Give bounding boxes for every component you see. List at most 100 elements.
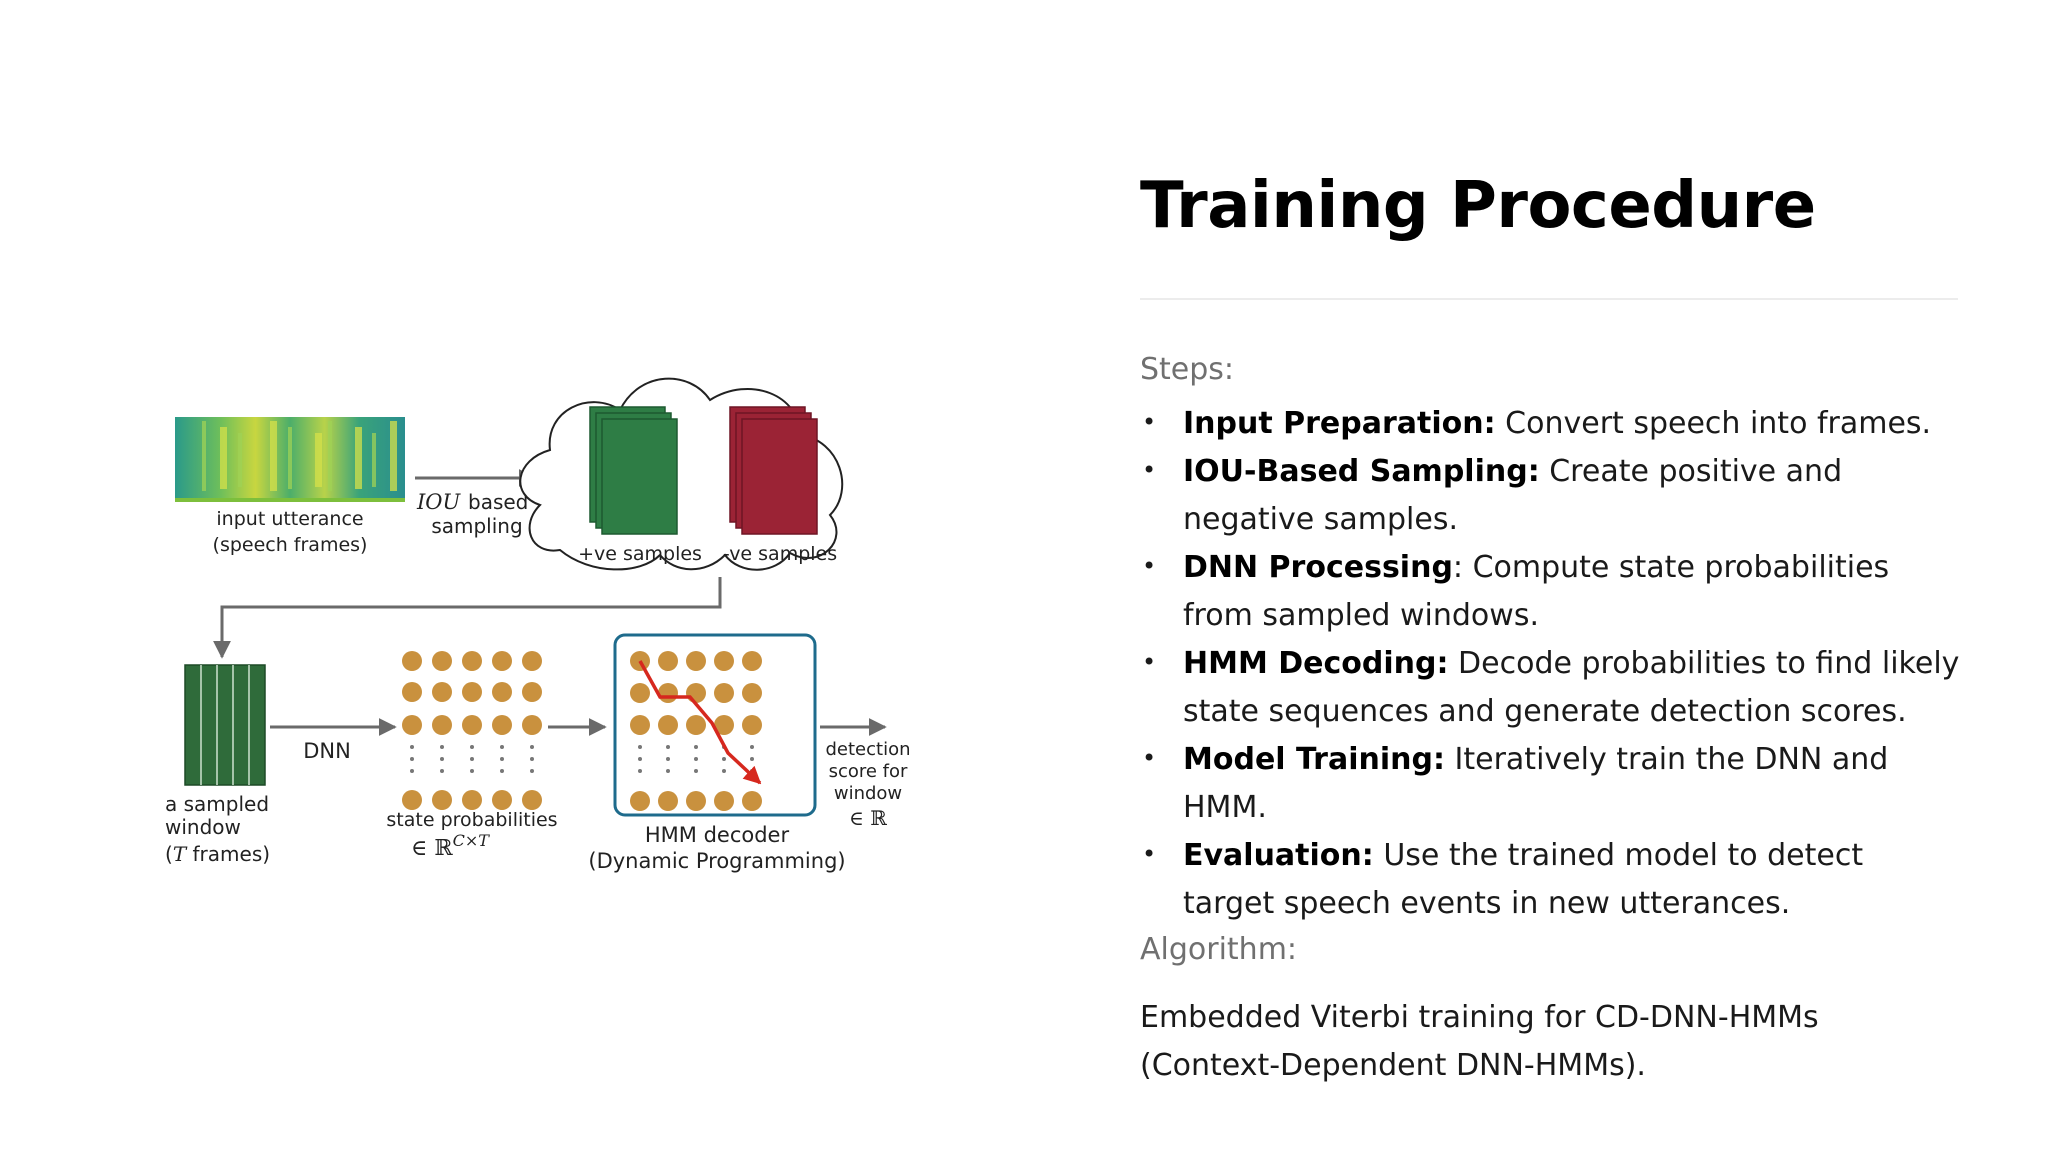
ellipsis-dot (440, 757, 444, 761)
ellipsis-dot (638, 745, 642, 749)
state-dot (402, 651, 422, 671)
dnn-label: DNN (303, 739, 351, 763)
ellipsis-dot (500, 757, 504, 761)
state-dot (492, 790, 512, 810)
state-dot (402, 790, 422, 810)
ellipsis-dot (530, 745, 534, 749)
ellipsis-dot (410, 757, 414, 761)
algorithm-label: Algorithm: (1140, 931, 1298, 967)
spectrogram-stripe (220, 427, 227, 489)
step-item: •Input Preparation: Convert speech into … (1140, 400, 1960, 448)
lattice-dot (686, 791, 706, 811)
positive-samples-label: +ve samples (578, 543, 702, 565)
spectrogram-stripe (328, 421, 332, 491)
bullet-icon: • (1142, 407, 1157, 436)
state-dot (432, 715, 452, 735)
lattice-dot (714, 791, 734, 811)
ellipsis-dot (470, 769, 474, 773)
ellipsis-dot (530, 757, 534, 761)
viterbi-path (638, 660, 762, 785)
steps-list: •Input Preparation: Convert speech into … (1140, 400, 1960, 928)
iou-based-label: based (468, 490, 528, 514)
arrow-to-window (213, 577, 722, 659)
lattice-dot (630, 715, 650, 735)
state-dot (522, 715, 542, 735)
step-title: HMM Decoding: (1183, 645, 1449, 681)
spectrogram-stripe (390, 421, 397, 491)
state-dot (492, 682, 512, 702)
spectrogram-stripe (372, 433, 376, 487)
lattice-dot (742, 791, 762, 811)
step-text: Create positive and negative samples. (1183, 453, 1843, 537)
ellipsis-dot (470, 757, 474, 761)
ellipsis-dot (500, 745, 504, 749)
step-item: •IOU-Based Sampling: Create positive and… (1140, 448, 1960, 544)
ellipsis-dot (666, 769, 670, 773)
lattice-dot (714, 651, 734, 671)
lattice-dot (742, 715, 762, 735)
hmm-decoder-label: HMM decoder (645, 823, 790, 847)
sampled-window-frames (184, 664, 266, 786)
state-probabilities-math: ∈ ℝC×T (411, 831, 490, 861)
detection-label-1: detection (825, 739, 910, 760)
negative-samples-label: -ve samples (723, 543, 837, 565)
step-text: Convert speech into frames. (1495, 405, 1932, 441)
sampling-label: sampling (431, 514, 522, 538)
spectrogram-image (175, 417, 405, 502)
step-text: : Compute state probabilities from sampl… (1183, 549, 1890, 633)
detection-label-3: window (834, 783, 902, 804)
input-utterance-label: input utterance (216, 508, 363, 530)
state-dot (492, 651, 512, 671)
ellipsis-dot (694, 745, 698, 749)
ellipsis-dot (530, 769, 534, 773)
state-dot (462, 651, 482, 671)
step-text: Use the trained model to detect target s… (1183, 837, 1864, 921)
title-divider (1140, 297, 1958, 300)
lattice-dot (742, 683, 762, 703)
ellipsis-dot (638, 769, 642, 773)
step-text: Iteratively train the DNN and HMM. (1183, 741, 1889, 825)
spectrogram-stripe (238, 433, 242, 487)
ellipsis-dot (666, 745, 670, 749)
lattice-dot (686, 683, 706, 703)
ellipsis-dot (638, 757, 642, 761)
negative-sample-stack (729, 406, 818, 535)
step-text: Decode probabilities to find likely stat… (1183, 645, 1960, 729)
spectrogram-stripe (315, 433, 322, 487)
bullet-icon: • (1142, 647, 1157, 676)
training-pipeline-diagram: input utterance (speech frames) IOU base… (165, 377, 911, 873)
state-dot (522, 790, 542, 810)
ellipsis-dot (666, 757, 670, 761)
spectrogram-stripe (288, 427, 292, 489)
dynamic-programming-label: (Dynamic Programming) (588, 849, 845, 873)
speech-frames-label: (speech frames) (213, 534, 368, 556)
ellipsis-dot (722, 757, 726, 761)
state-dot (522, 651, 542, 671)
spectrogram-stripe (270, 421, 277, 491)
lattice-dot (658, 651, 678, 671)
steps-label: Steps: (1140, 351, 1235, 387)
state-dot (402, 715, 422, 735)
step-title: IOU-Based Sampling: (1183, 453, 1540, 489)
detection-math: ∈ ℝ (849, 806, 887, 830)
slide-title: Training Procedure (1140, 169, 1816, 243)
step-title: Model Training: (1183, 741, 1445, 777)
bullet-icon: • (1142, 743, 1157, 772)
lattice-dot (714, 715, 734, 735)
step-title: DNN Processing (1183, 549, 1453, 585)
ellipsis-dot (410, 769, 414, 773)
ellipsis-dot (470, 745, 474, 749)
lattice-dot (630, 791, 650, 811)
step-item: • Model Training: Iteratively train the D… (1140, 736, 1960, 832)
text-panel: Training Procedure Steps: •Input Prepara… (1140, 169, 1960, 1090)
state-dot (522, 682, 542, 702)
state-dot (432, 682, 452, 702)
detection-label-2: score for (829, 761, 908, 782)
spectrogram-stripe (355, 427, 362, 489)
ellipsis-dot (722, 769, 726, 773)
state-dot (462, 790, 482, 810)
bullet-icon: • (1142, 551, 1157, 580)
ellipsis-dot (694, 769, 698, 773)
lattice-dot (686, 715, 706, 735)
ellipsis-dot (410, 745, 414, 749)
